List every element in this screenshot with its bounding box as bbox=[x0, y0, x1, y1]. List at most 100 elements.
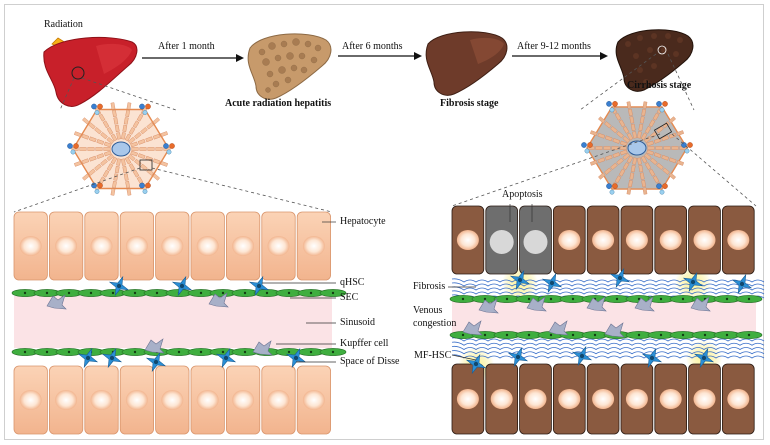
stage2-label: Fibrosis stage bbox=[440, 98, 499, 109]
hepatocyte bbox=[296, 211, 332, 281]
hepatocyte bbox=[190, 365, 225, 435]
damaged-hepatocyte bbox=[688, 205, 721, 275]
zoom-box bbox=[653, 122, 673, 140]
healthy-sinusoid-panel bbox=[11, 211, 347, 435]
kupffer-cell bbox=[604, 322, 625, 338]
damaged-hepatocyte bbox=[620, 205, 654, 275]
portal-triad bbox=[91, 103, 103, 115]
damaged-hepatocyte bbox=[451, 205, 485, 275]
kupffer-cell bbox=[144, 338, 165, 354]
damaged-hepatocyte bbox=[688, 363, 721, 435]
hepatocyte bbox=[119, 211, 154, 281]
venous-label-2: congestion bbox=[413, 318, 457, 329]
hepatocyte bbox=[261, 365, 296, 435]
cirrhotic-sinusoid-panel bbox=[449, 205, 765, 435]
kupffer-cell bbox=[252, 340, 273, 356]
damaged-hepatocyte bbox=[451, 363, 485, 435]
apoptosis-label: Apoptosis bbox=[502, 189, 543, 200]
timeline-arrow-3 bbox=[512, 52, 608, 60]
stellate-cell bbox=[171, 275, 193, 297]
kupffer-cell bbox=[208, 292, 229, 308]
fibrosis-liver bbox=[425, 31, 508, 96]
damaged-hepatocyte bbox=[519, 363, 552, 435]
sec-row bbox=[11, 289, 347, 297]
step3-label: After 9-12 months bbox=[517, 41, 591, 52]
sinusoid-label: Sinusoid bbox=[340, 317, 376, 328]
portal-triad bbox=[606, 101, 618, 113]
stellate-cell bbox=[465, 353, 487, 375]
radiation-label: Radiation bbox=[44, 19, 83, 30]
kupffer-cell bbox=[634, 296, 655, 312]
kupffer-cell bbox=[586, 296, 607, 312]
hepatocyte bbox=[155, 211, 190, 281]
portal-triad bbox=[581, 142, 593, 154]
apoptotic-hepatocyte bbox=[485, 205, 518, 275]
fibrosis-label: Fibrosis bbox=[413, 281, 446, 292]
venous-label-1: Venous bbox=[413, 305, 443, 316]
portal-triad bbox=[91, 182, 103, 194]
central-vein bbox=[111, 141, 131, 157]
stage3-label: Cirrhosis stage bbox=[627, 80, 692, 91]
portal-triad bbox=[139, 103, 151, 115]
stage1-label: Acute radiation hepatitis bbox=[225, 98, 332, 109]
stellate-cell bbox=[693, 347, 715, 369]
stellate-cell bbox=[641, 347, 663, 369]
stellate-cell bbox=[571, 345, 593, 367]
hepatocyte bbox=[119, 365, 154, 435]
hepatocyte bbox=[84, 365, 119, 435]
disse-label: Space of Disse bbox=[340, 356, 400, 367]
hepatocyte bbox=[155, 365, 190, 435]
damaged-hepatocyte bbox=[654, 363, 687, 435]
damaged-hepatocyte bbox=[553, 363, 586, 435]
zoom-connectors bbox=[13, 53, 757, 213]
hepatocyte bbox=[84, 211, 119, 281]
mfhsc-label: MF-HSC bbox=[414, 350, 452, 361]
sinusoid-lumen bbox=[14, 296, 332, 348]
damaged-hepatocyte bbox=[654, 205, 687, 275]
damaged-hepatocyte bbox=[722, 205, 755, 275]
kupffer-cell bbox=[690, 296, 711, 312]
portal-triad bbox=[606, 183, 618, 195]
hepatocyte-plates bbox=[71, 102, 171, 196]
portal-triad bbox=[139, 182, 151, 194]
damaged-hepatocyte bbox=[553, 205, 586, 275]
stellate-cell bbox=[285, 347, 307, 369]
qhsc-label: qHSC bbox=[340, 277, 365, 288]
hepatocyte bbox=[225, 211, 261, 281]
stellate-cell bbox=[682, 271, 704, 293]
damaged-hepatocyte bbox=[586, 205, 620, 275]
hepatocyte bbox=[49, 365, 84, 435]
healthy-liver bbox=[43, 36, 138, 107]
portal-triad bbox=[67, 143, 79, 155]
fibrosis-band bbox=[451, 337, 765, 359]
hepatocyte bbox=[190, 211, 225, 281]
stellate-cell bbox=[215, 347, 237, 369]
hepatocyte bbox=[49, 211, 84, 281]
damaged-hepatocyte bbox=[620, 363, 654, 435]
stellate-cell bbox=[541, 272, 563, 294]
sinusoid-lumen bbox=[452, 300, 756, 334]
stellate-cell bbox=[507, 346, 529, 368]
portal-triad bbox=[656, 101, 668, 113]
stellate-cell bbox=[101, 347, 123, 369]
apoptotic-hepatocyte bbox=[519, 205, 552, 275]
stellate-cell bbox=[509, 269, 531, 291]
sec-label: SEC bbox=[340, 292, 359, 303]
liver-lobule-healthy bbox=[67, 102, 175, 196]
kupffer-cell bbox=[478, 298, 499, 314]
hepatocyte bbox=[261, 211, 296, 281]
fibrosis-band bbox=[451, 278, 765, 299]
kupffer-cell bbox=[46, 294, 67, 310]
stellate-cell bbox=[77, 347, 99, 369]
cirrhosis-liver bbox=[615, 29, 694, 92]
hepatocyte bbox=[296, 365, 332, 435]
stellate-cell bbox=[731, 273, 753, 295]
hepatocyte-plates bbox=[587, 101, 687, 195]
kupffer-cell bbox=[462, 320, 483, 336]
figure-frame bbox=[4, 4, 764, 440]
stellate-cell bbox=[609, 267, 631, 289]
damaged-hepatocyte bbox=[485, 363, 518, 435]
damaged-hepatocyte bbox=[586, 363, 620, 435]
